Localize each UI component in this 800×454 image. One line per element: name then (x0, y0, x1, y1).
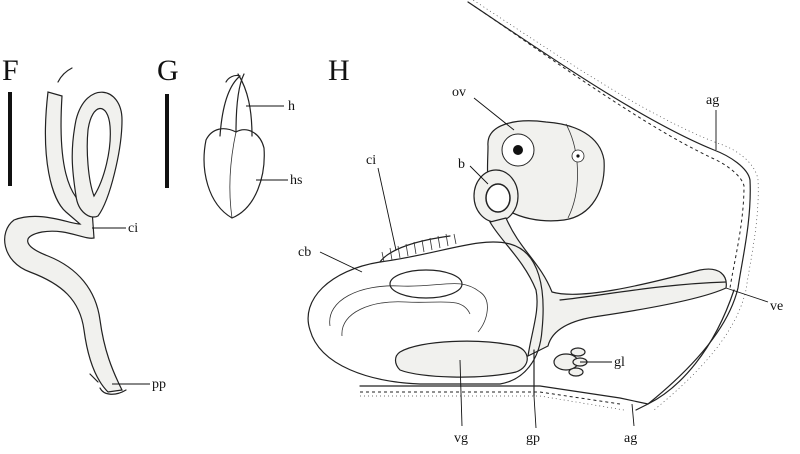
vesicula-granulorum (394, 340, 528, 378)
label-gp: gp (526, 431, 540, 446)
label-pp: pp (152, 377, 166, 392)
label-cb: cb (298, 245, 311, 260)
label-ve: ve (770, 299, 783, 314)
panel-label-g: G (157, 54, 179, 87)
hooks (219, 73, 253, 137)
cilia-comb (381, 233, 457, 263)
leader-ag-bottom (631, 403, 635, 427)
epidermal-cilia (472, 0, 759, 411)
panel-g-drawing: G h hs (157, 54, 302, 219)
label-ci-f: ci (128, 221, 138, 236)
label-ov: ov (452, 85, 466, 100)
cirrus-tube (4, 91, 123, 393)
label-vg: vg (454, 431, 468, 446)
ventral-wall-inner (360, 391, 621, 405)
bulb-lumen (389, 269, 463, 299)
label-ag-top: ag (706, 93, 719, 108)
leader-ov (473, 97, 515, 131)
scale-bar-g (165, 94, 169, 188)
ventral-cilia (360, 395, 625, 411)
label-hs: hs (290, 173, 302, 188)
label-ag-bottom: ag (624, 431, 637, 446)
leader-gp (533, 395, 537, 429)
cirrus-loop (71, 91, 123, 218)
hook-sheath-midline (229, 131, 237, 219)
label-b: b (458, 157, 465, 172)
cirrus-tip (57, 67, 73, 83)
hook-sheath (203, 128, 265, 219)
bulb-inner-1 (329, 283, 488, 333)
panel-f-drawing: F ci pp (2, 54, 166, 395)
oocyte-nucleolus (513, 145, 523, 155)
leader-ve (725, 287, 769, 303)
bulb-inner-2 (341, 301, 471, 337)
body-wall-inner (473, 5, 745, 289)
vagina-canal (559, 281, 727, 301)
copulatory-bulb (307, 241, 544, 385)
leader-cb (319, 251, 363, 273)
ventral-wall (359, 289, 735, 405)
panel-h-drawing: H ov ag b ci cb ve gl vg gp ag (298, 0, 783, 446)
label-ci-h: ci (366, 153, 376, 168)
ovary-division (565, 123, 578, 219)
leader-ci-h (377, 167, 397, 251)
label-gl: gl (614, 355, 625, 370)
leader-vg (459, 359, 463, 427)
panel-label-f: F (2, 54, 19, 87)
label-h: h (288, 99, 295, 114)
leader-b (469, 165, 489, 185)
penis-papilla-outline (89, 373, 127, 395)
panel-label-h: H (328, 54, 350, 87)
scale-bar-f (8, 92, 12, 186)
oviduct (489, 217, 727, 358)
